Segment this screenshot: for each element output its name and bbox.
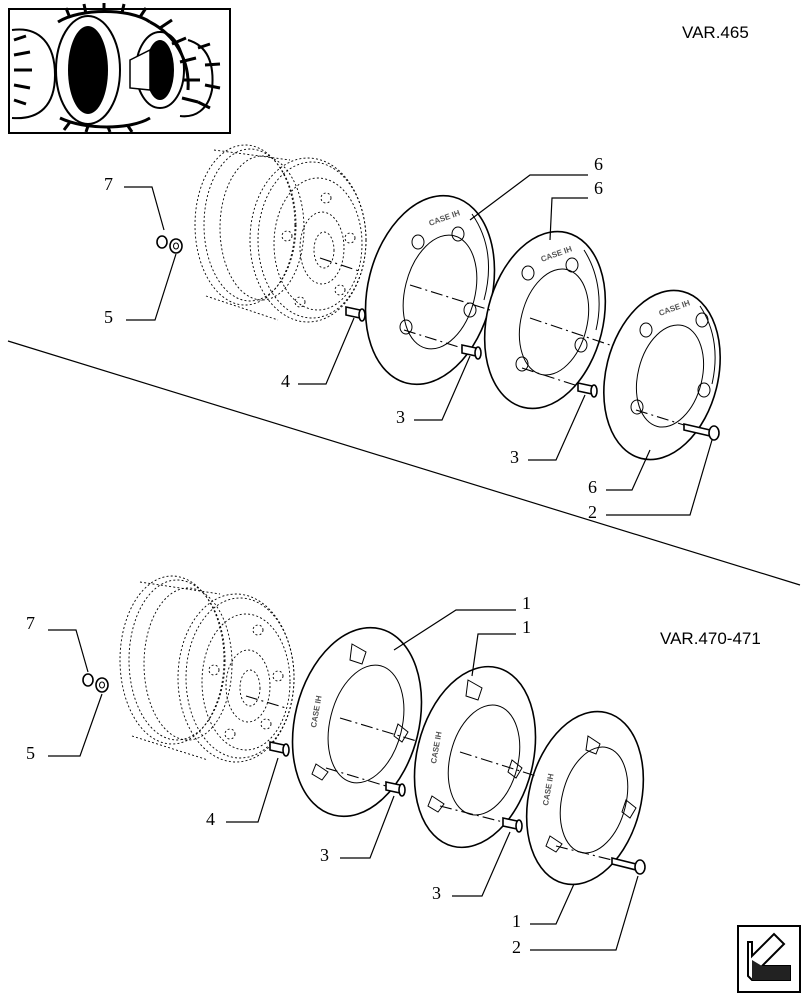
top-weight-2: CASE IH — [483, 230, 607, 410]
top-wheel-rim — [194, 144, 367, 323]
callout-7: 7 — [104, 174, 113, 194]
callout-4: 4 — [206, 809, 215, 829]
top-nut-and-washer — [156, 235, 183, 254]
variant-label-top: VAR.465 — [682, 23, 749, 42]
callout-4: 4 — [281, 371, 290, 391]
top-stud-4 — [345, 306, 366, 322]
callout-3: 3 — [320, 845, 329, 865]
bottom-wheel-rim — [119, 575, 295, 763]
callout-5: 5 — [26, 743, 35, 763]
callout-2: 2 — [512, 937, 521, 957]
bottom-weight-3: CASE IH — [525, 710, 645, 886]
top-stud-3a — [461, 344, 482, 360]
bottom-stud-3a — [385, 781, 406, 797]
callout-3: 3 — [396, 407, 405, 427]
top-stud-3b — [577, 382, 598, 398]
callout-3: 3 — [432, 883, 441, 903]
top-bolt-2 — [683, 422, 720, 441]
variant-label-bottom: VAR.470-471 — [660, 629, 761, 648]
callout-1: 1 — [522, 593, 531, 613]
bottom-assembly: CASE IH CASE IH CASE IH — [48, 575, 646, 951]
tractor-wheel-thumbnail — [8, 3, 231, 134]
callout-6: 6 — [594, 178, 603, 198]
callout-6: 6 — [594, 154, 603, 174]
top-assembly: CASE IH CASE IH — [124, 144, 721, 516]
callout-2: 2 — [588, 502, 597, 522]
bottom-bolt-2 — [611, 856, 646, 875]
callout-1: 1 — [522, 617, 531, 637]
bottom-nut-and-washer — [82, 673, 109, 693]
section-divider — [7, 340, 801, 586]
top-weight-3: CASE IH — [603, 289, 721, 461]
bottom-weight-1: CASE IH — [291, 626, 423, 818]
callout-1: 1 — [512, 911, 521, 931]
callout-7: 7 — [26, 613, 35, 633]
callout-5: 5 — [104, 307, 113, 327]
bottom-weight-2: CASE IH — [413, 665, 537, 849]
bottom-stud-3b — [502, 817, 523, 833]
callout-6: 6 — [588, 477, 597, 497]
bottom-stud-4 — [269, 741, 290, 757]
callout-3: 3 — [510, 447, 519, 467]
next-page-arrow-icon[interactable] — [737, 925, 801, 993]
